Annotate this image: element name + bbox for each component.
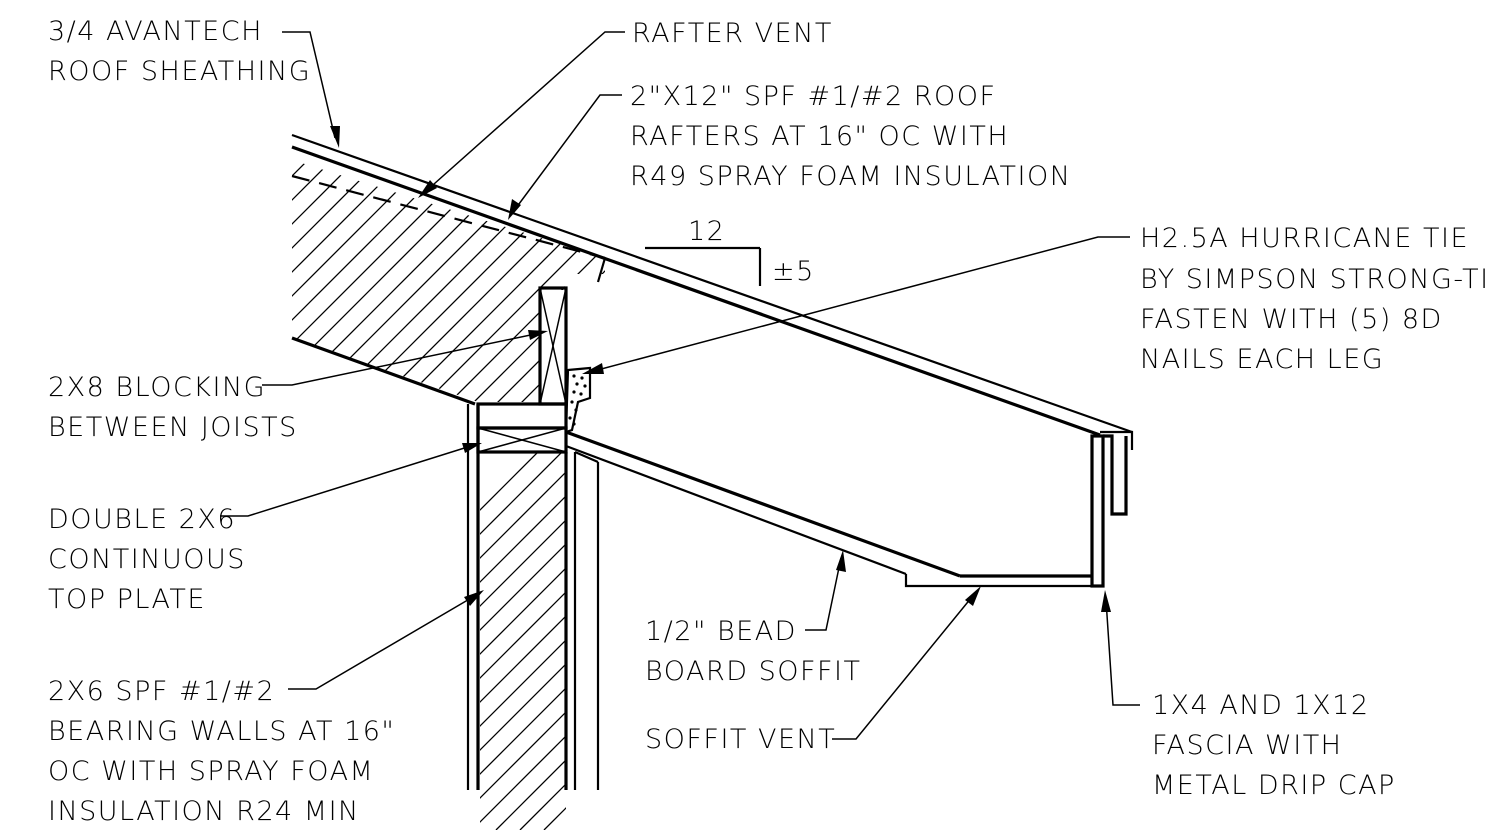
wall-insulation-hatch [480, 452, 566, 830]
labels: 3/4 AVANTECH ROOF SHEATHING RAFTER VENT … [48, 16, 1487, 827]
drip-cap [1100, 430, 1134, 450]
leader-fascia [1105, 599, 1140, 706]
blocking-2x8 [538, 286, 568, 406]
label-top-plate: DOUBLE 2X6 CONTINUOUS TOP PLATE [48, 504, 256, 615]
leader-lines [220, 31, 1140, 740]
slope-run: 12 [688, 216, 725, 247]
hurricane-tie-nails [568, 374, 587, 426]
fascia-1x4 [1103, 434, 1128, 516]
ceiling-joist-line [574, 450, 599, 464]
leader-rafters [512, 94, 622, 213]
eave-overhang [565, 430, 1092, 588]
leader-soffit-vent [832, 591, 977, 740]
leader-rafter-vent [424, 31, 625, 193]
slope-indicator: 12 ±5 [645, 216, 815, 287]
leader-top-plate [220, 444, 475, 517]
soffit-board-top [565, 444, 907, 576]
hurricane-tie [564, 366, 592, 434]
leader-bearing-wall [288, 593, 479, 690]
leader-hurricane-tie [589, 236, 1130, 373]
soffit-vent-strip [904, 574, 1092, 588]
label-soffit-vent: SOFFIT VENT [645, 724, 836, 755]
leader-soffit [805, 557, 842, 631]
leader-sheathing [282, 31, 336, 139]
label-soffit: 1/2" BEAD BOARD SOFFIT [645, 616, 862, 687]
overhang-rafter-bottom [565, 430, 961, 578]
fascia-assembly [1090, 430, 1134, 588]
label-blocking: 2X8 BLOCKING BETWEEN JOISTS [48, 372, 298, 443]
rafter-top-edge [291, 145, 1101, 437]
rafter-vent-dashed [291, 174, 606, 260]
label-hurricane-tie: H2.5A HURRICANE TIE BY SIMPSON STRONG-TI… [1140, 223, 1487, 375]
label-sheathing: 3/4 AVANTECH ROOF SHEATHING [48, 16, 311, 87]
rafter-vent-end [596, 257, 607, 283]
label-bearing-wall: 2X6 SPF #1/#2 BEARING WALLS AT 16" OC WI… [48, 676, 405, 827]
leader-blocking [262, 332, 541, 386]
double-top-plate [476, 402, 568, 454]
label-rafter-vent: RAFTER VENT [632, 18, 833, 49]
label-rafters: 2"X12" SPF #1/#2 ROOF RAFTERS AT 16" OC … [630, 81, 1071, 192]
label-fascia: 1X4 AND 1X12 FASCIA WITH METAL DRIP CAP [1152, 690, 1396, 801]
rafter-bottom-edge [291, 336, 476, 406]
slope-rise: ±5 [772, 256, 815, 287]
